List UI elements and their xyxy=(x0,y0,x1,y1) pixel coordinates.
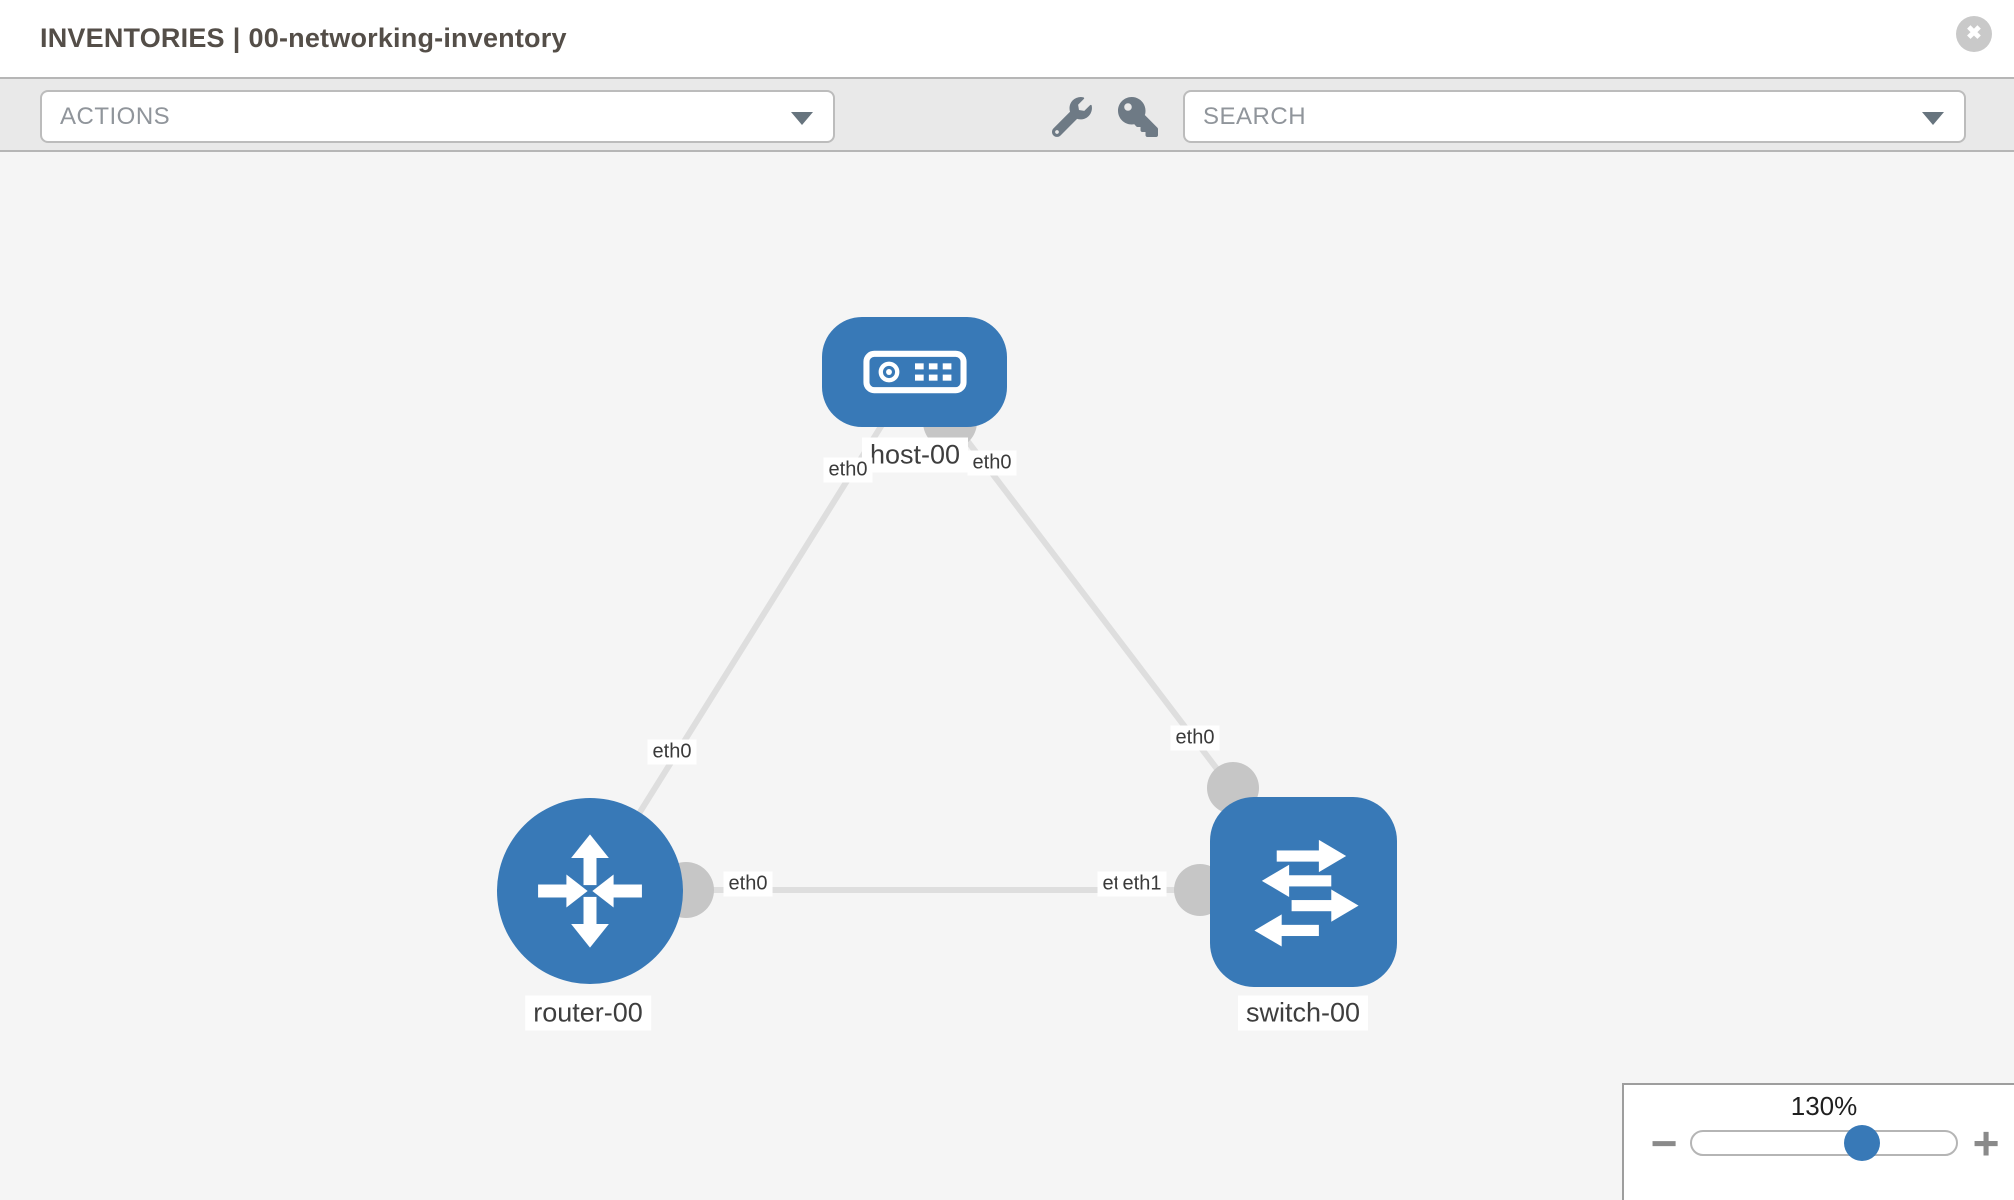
actions-dropdown-label: ACTIONS xyxy=(60,103,171,130)
page-title-inventory-name: 00-networking-inventory xyxy=(248,23,567,53)
zoom-level: 130% xyxy=(1790,1091,1858,1121)
chevron-down-icon xyxy=(791,112,813,125)
zoom-slider[interactable] xyxy=(1690,1125,1958,1161)
topology-links-layer xyxy=(587,369,1306,918)
search-dropdown[interactable]: SEARCH xyxy=(1183,90,1966,143)
chevron-down-icon xyxy=(1922,112,1944,125)
toolbar: ACTIONS SEARCH xyxy=(0,77,2014,152)
page-title-section: INVENTORIES xyxy=(40,23,225,53)
node-label-router-00: router-00 xyxy=(525,995,651,1031)
node-switch-00[interactable] xyxy=(1210,797,1397,987)
node-label-host-00: host-00 xyxy=(861,437,969,473)
page-header: INVENTORIES|00-networking-inventory ✖ xyxy=(0,0,2014,77)
iface-label-switch-to-host: eth0 xyxy=(1170,725,1220,751)
key-icon[interactable] xyxy=(1118,97,1158,137)
wrench-icon[interactable] xyxy=(1051,97,1092,137)
search-dropdown-label: SEARCH xyxy=(1203,103,1307,130)
zoom-in-button[interactable]: + xyxy=(1972,1117,2000,1169)
node-host-00[interactable] xyxy=(822,317,1007,427)
iface-label-router-to-switch: eth0 xyxy=(723,871,773,897)
switch-icon xyxy=(1253,839,1359,947)
topology-canvas[interactable]: host-00 router-00 switch-00 eth0 eth0 et… xyxy=(0,152,2014,1200)
host-icon xyxy=(862,350,967,394)
zoom-out-button[interactable]: − xyxy=(1650,1117,1678,1169)
iface-label-router-to-host: eth0 xyxy=(647,739,697,765)
iface-label-switch-to-router: eth1 xyxy=(1117,871,1167,897)
router-icon xyxy=(538,834,642,948)
zoom-panel: 130% − + xyxy=(1622,1083,2014,1200)
interface-dots xyxy=(658,395,1259,918)
node-router-00[interactable] xyxy=(497,798,683,984)
close-icon: ✖ xyxy=(1966,23,1982,44)
node-label-switch-00: switch-00 xyxy=(1237,995,1369,1031)
page-title: INVENTORIES|00-networking-inventory xyxy=(40,0,567,77)
page-title-separator: | xyxy=(232,23,241,53)
zoom-slider-thumb[interactable] xyxy=(1844,1125,1880,1161)
iface-label-host-to-switch: eth0 xyxy=(967,450,1017,476)
close-button[interactable]: ✖ xyxy=(1956,16,1992,52)
iface-label-host-to-router: eth0 xyxy=(823,457,873,483)
actions-dropdown[interactable]: ACTIONS xyxy=(40,90,835,143)
